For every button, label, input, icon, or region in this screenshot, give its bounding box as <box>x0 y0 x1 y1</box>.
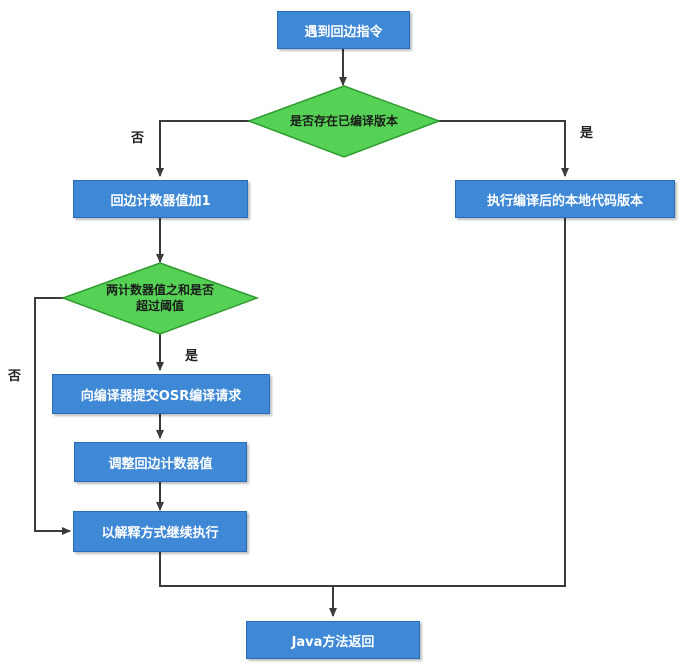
submit-osr-node: 向编译器提交OSR编译请求 <box>52 374 270 414</box>
interpret-label: 以解释方式继续执行 <box>101 526 219 541</box>
counter-add-node: 回边计数器值加1 <box>73 180 248 218</box>
start-node: 遇到回边指令 <box>277 11 410 49</box>
edge-threshold-no <box>34 297 71 535</box>
decision-compiled-diamond <box>246 85 442 158</box>
decision-compiled-label: 是否存在已编译版本 <box>289 114 398 128</box>
counter-add-label: 回边计数器值加1 <box>110 193 211 209</box>
adjust-counter-label: 调整回边计数器值 <box>108 456 213 472</box>
interpret-node: 以解释方式继续执行 <box>73 511 247 552</box>
submit-osr-label: 向编译器提交OSR编译请求 <box>80 388 242 404</box>
decision-threshold-label: 两计数器值之和是否 超过阈值 <box>105 283 214 313</box>
java-return-node: Java方法返回 <box>246 621 420 659</box>
edge-label-no-compiled: 否 <box>131 131 145 146</box>
exec-native-node: 执行编译后的本地代码版本 <box>455 180 675 218</box>
java-return-label: Java方法返回 <box>291 634 375 650</box>
edge-interpret-down <box>159 552 333 587</box>
edge-check-no <box>156 120 252 177</box>
edge-label-no-threshold: 否 <box>8 369 22 384</box>
edge-label-yes-threshold: 是 <box>185 349 199 364</box>
decision-threshold-diamond <box>60 262 260 335</box>
edge-label-yes-compiled: 是 <box>580 126 594 141</box>
exec-native-label: 执行编译后的本地代码版本 <box>486 193 643 209</box>
adjust-counter-node: 调整回边计数器值 <box>74 442 247 482</box>
start-node-label: 遇到回边指令 <box>304 24 383 40</box>
edge-check-yes <box>436 120 569 177</box>
edge-native-down <box>333 218 566 587</box>
